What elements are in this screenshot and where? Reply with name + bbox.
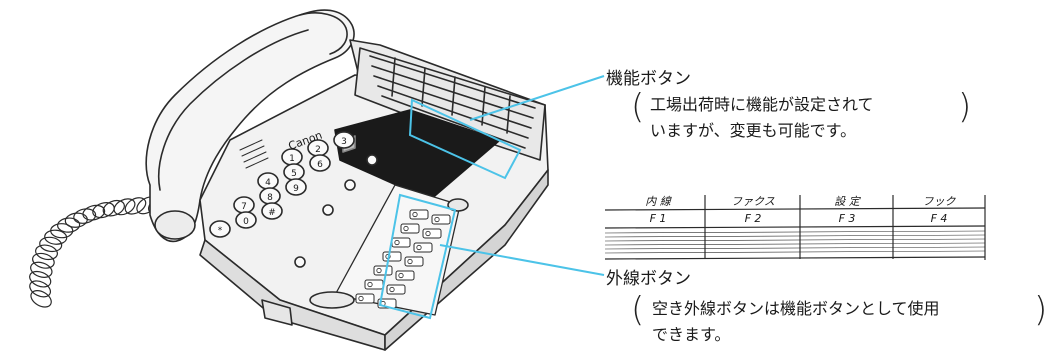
small-round-key: [366, 154, 378, 166]
line-button-led: [389, 286, 395, 293]
close-paren: ): [958, 87, 972, 127]
function-buttons-note-line2: いますが、変更も可能です。: [650, 121, 857, 140]
dial-key: [333, 131, 355, 149]
coiled-cord: [29, 195, 181, 308]
strip-key-4-fkey: F 4: [930, 212, 948, 225]
line-button-led: [403, 225, 409, 232]
highlight-boxes: [378, 98, 522, 320]
cord-coil: [82, 204, 106, 221]
dial-key: [235, 211, 257, 229]
cord-coil: [92, 202, 115, 219]
line-button-led: [394, 239, 400, 246]
cord-coil: [57, 217, 81, 233]
strip-key-1-fkey: F 1: [649, 212, 667, 225]
line-buttons-note-line1: 空き外線ボタンは機能ボタンとして使用: [652, 299, 940, 318]
dial-key-label: 9: [293, 184, 299, 194]
dial-key: [309, 154, 331, 172]
dial-key-label: *: [218, 226, 223, 236]
handset: [145, 9, 355, 243]
dial-key-label: 8: [267, 193, 273, 203]
cord-coil: [30, 261, 53, 278]
dial-key: [261, 202, 283, 220]
line-button-led: [434, 216, 440, 223]
line-button-led: [376, 267, 382, 274]
line-buttons-title: 外線ボタン: [606, 269, 691, 289]
dial-key-label: 5: [291, 169, 297, 179]
dial-key-label: #: [268, 208, 276, 218]
open-paren: (: [631, 290, 645, 330]
line-button-led: [358, 295, 364, 302]
dial-key-label: 4: [265, 178, 271, 188]
function-button-highlight: [408, 98, 522, 180]
cord-coil: [29, 270, 52, 288]
strip-key-2-fkey: F 2: [744, 212, 762, 225]
function-buttons-note-line1: 工場出荷時に機能が設定されて: [650, 95, 874, 114]
line-button-bank: [355, 209, 451, 309]
strip-key-3-name: 設 定: [834, 195, 860, 208]
line-button-led: [407, 258, 413, 265]
line-callout-line: [439, 244, 605, 276]
cord-coil: [30, 290, 52, 308]
cord-coil: [113, 198, 136, 216]
dial-key-label: 1: [289, 154, 295, 164]
cord-coil: [102, 199, 125, 217]
dial-key: [209, 220, 231, 238]
strip-key-4-name: フック: [922, 195, 956, 208]
strip-key-2-name: ファクス: [731, 195, 775, 208]
dial-key-label: 2: [315, 145, 321, 155]
open-paren: (: [631, 87, 645, 127]
cord-coil: [44, 229, 68, 245]
small-round-key: [294, 256, 306, 268]
line-button-led: [398, 272, 404, 279]
speaker-grill: [239, 139, 269, 169]
cord-coil: [32, 252, 55, 269]
strip-key-1-name: 内 線: [645, 195, 671, 208]
dial-key-label: 3: [341, 137, 347, 147]
dial-key-label: 6: [317, 160, 323, 170]
cord-coil: [29, 280, 52, 298]
function-callout-line: [469, 75, 605, 121]
dial-key-label: 7: [241, 202, 247, 212]
cord-coil: [39, 236, 63, 253]
cord-coil: [35, 244, 58, 261]
line-button-led: [367, 281, 373, 288]
small-round-key: [322, 204, 334, 216]
dial-key: [285, 178, 307, 196]
label-strip: [604, 195, 986, 260]
dial-key-label: 0: [243, 217, 249, 227]
function-buttons-title: 機能ボタン: [606, 69, 691, 89]
line-button-highlight: [378, 193, 457, 320]
cord-coil: [64, 212, 88, 228]
strip-key-3-fkey: F 3: [838, 212, 856, 225]
small-round-key: [344, 179, 356, 191]
line-button-led: [412, 211, 418, 218]
dial-keypad: 1 2 3 4 5 6 7 8 9 * 0 #: [209, 131, 378, 268]
line-button-led: [425, 230, 431, 237]
line-buttons-note-line2: できます。: [652, 325, 731, 344]
line-button-led: [416, 244, 422, 251]
close-paren: ): [1034, 290, 1048, 330]
